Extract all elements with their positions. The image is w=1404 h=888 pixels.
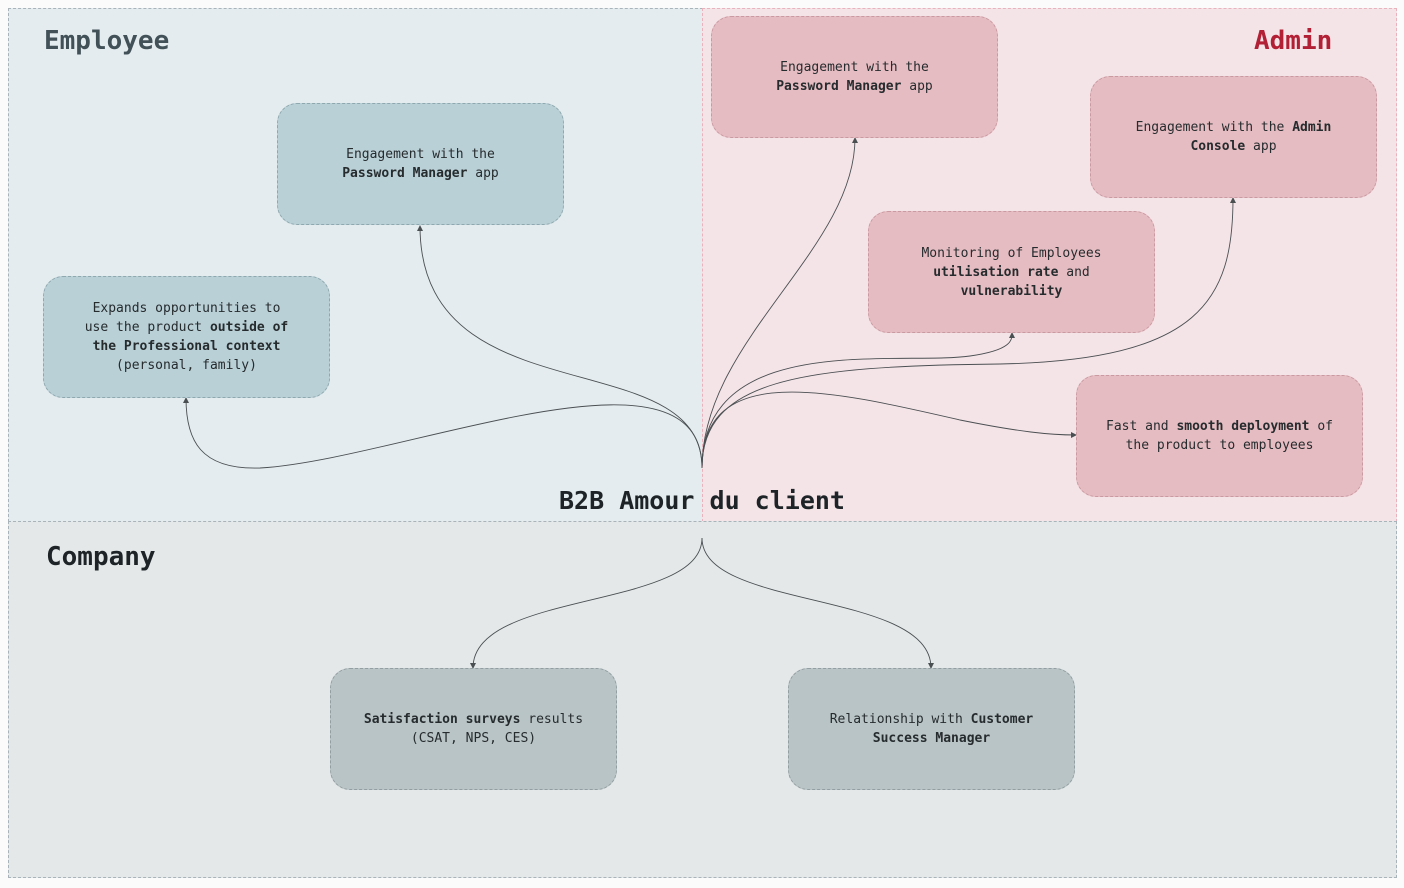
- card-text: and: [1058, 264, 1090, 280]
- card-text: app: [1245, 139, 1277, 154]
- card-text-bold: Customer: [970, 712, 1034, 727]
- connector-adm-password-manager: [701, 137, 858, 469]
- card-text: Monitoring of Employees: [921, 245, 1102, 261]
- card-text: Fast and: [1106, 419, 1177, 434]
- card-text: (CSAT, NPS, CES): [410, 731, 537, 746]
- card-text-bold: Success Manager: [872, 731, 991, 746]
- card-text-bold: Satisfaction surveys: [363, 712, 521, 727]
- center-label: B2B Amour du client: [559, 486, 845, 515]
- card-text-bold: Password Manager: [776, 79, 902, 94]
- connector-adm-deployment: [701, 391, 1077, 469]
- connector-co-csm: [701, 537, 934, 669]
- card-text: results: [520, 712, 584, 727]
- card-text: of: [1309, 419, 1333, 434]
- card-text-bold: the Professional context: [92, 339, 281, 354]
- company-region: [8, 521, 1397, 878]
- card-text-bold: Password Manager: [342, 166, 468, 181]
- card-text: app: [467, 166, 499, 181]
- card-admin-password-manager: Engagement with the Password Manager app: [711, 16, 998, 138]
- card-admin-console: Engagement with the Admin Console app: [1090, 76, 1377, 198]
- card-admin-deployment: Fast and smooth deployment of the produc…: [1076, 375, 1363, 497]
- card-text-bold: outside of: [209, 320, 289, 335]
- card-text: the product to employees: [1125, 438, 1314, 453]
- card-text-bold: Admin: [1292, 120, 1332, 135]
- card-text: Engagement with the: [1135, 120, 1293, 135]
- connector-emp-password-manager: [417, 225, 703, 469]
- card-text-bold: smooth deployment: [1176, 419, 1310, 434]
- card-company-satisfaction-surveys: Satisfaction surveys results (CSAT, NPS,…: [330, 668, 617, 790]
- card-text: Engagement with the: [780, 60, 929, 75]
- connector-co-surveys: [470, 537, 703, 669]
- card-employee-password-manager: Engagement with the Password Manager app: [277, 103, 564, 225]
- card-company-customer-success: Relationship with Customer Success Manag…: [788, 668, 1075, 790]
- employee-region: [8, 8, 703, 522]
- card-text: app: [901, 79, 933, 94]
- card-employee-expands-opportunities: Expands opportunities to use the product…: [43, 276, 330, 398]
- card-text-bold: Console: [1190, 139, 1246, 154]
- card-text-bold: vulnerability: [960, 283, 1063, 299]
- card-text-bold: utilisation rate: [933, 264, 1059, 280]
- card-text: Expands opportunities to: [92, 301, 281, 316]
- card-text: (personal, family): [116, 358, 257, 373]
- card-text: Relationship with: [829, 712, 971, 727]
- connector-adm-monitoring: [701, 332, 1015, 469]
- card-text: Engagement with the: [346, 147, 495, 162]
- admin-region-title: Admin: [1254, 26, 1333, 56]
- card-text: use the product: [84, 320, 210, 335]
- card-admin-monitoring: Monitoring of Employees utilisation rate…: [868, 211, 1155, 333]
- employee-region-title: Employee: [44, 26, 170, 56]
- connector-emp-expands: [183, 397, 703, 469]
- company-region-title: Company: [46, 542, 156, 572]
